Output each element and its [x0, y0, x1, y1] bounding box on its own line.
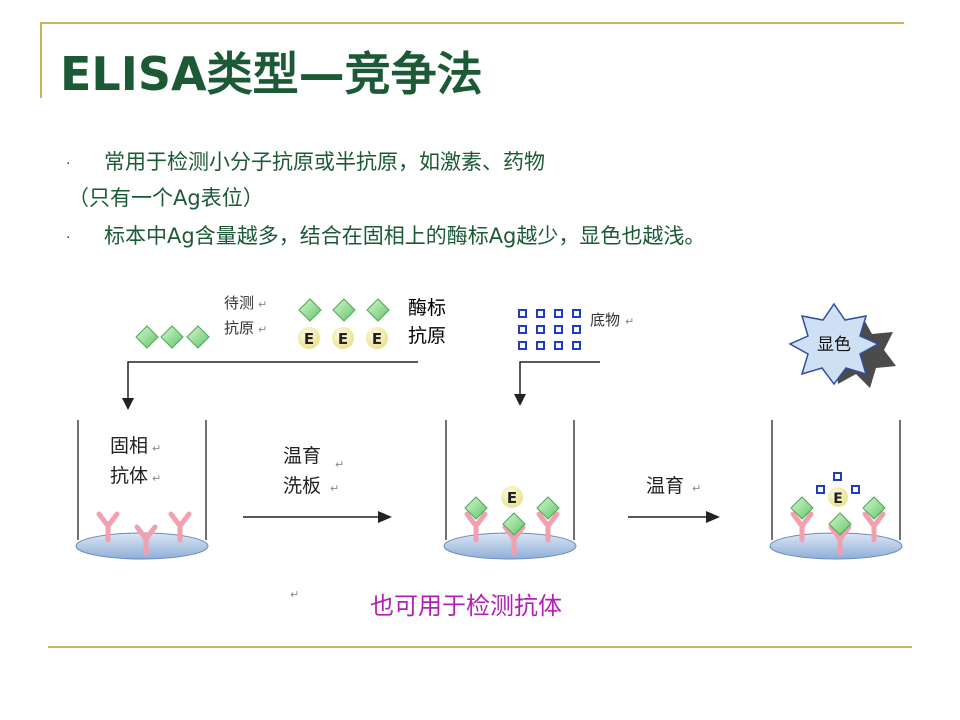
- label-enzyme-line1: 酶标: [408, 297, 446, 319]
- bullet-marker-1: ·: [66, 156, 71, 172]
- enzyme-circle: [298, 327, 320, 349]
- slide-title: ELISA类型—竞争法: [60, 47, 483, 101]
- enzyme-antigen-diamond: [332, 298, 356, 322]
- label-enzyme-line2: 抗原: [408, 325, 446, 347]
- feed-arrow-1: [122, 398, 134, 410]
- bullet-text-2: 标本中Ag含量越多，结合在固相上的酶标Ag越少，显色也越浅。: [104, 224, 706, 248]
- frame-top-rule: [40, 22, 904, 24]
- return-mark: ↵: [258, 323, 267, 336]
- enzyme-circle: [501, 486, 523, 508]
- enzyme-letter: E: [507, 489, 517, 507]
- feed-arrow-2: [514, 394, 526, 406]
- substrate-on-enzyme: [816, 472, 860, 494]
- sample-antigen-diamond: [135, 325, 159, 349]
- label-step1-line2: 洗板: [283, 475, 321, 497]
- feed-line-1: [127, 361, 418, 402]
- sample-antigen-diamond: [160, 325, 184, 349]
- label-solid-line1: 固相: [110, 435, 148, 457]
- label-color: 显色: [817, 335, 851, 355]
- label-sample-line2: 抗原: [224, 319, 254, 337]
- step-arrowhead-2: [706, 511, 720, 523]
- return-mark: ↵: [625, 315, 634, 328]
- enzyme-circle: [366, 327, 388, 349]
- feed-line-2: [519, 361, 600, 398]
- label-solid-line2: 抗体: [110, 465, 148, 487]
- enzyme-letter: E: [833, 491, 843, 507]
- enzyme-circle: [332, 327, 354, 349]
- enzyme-letter: E: [304, 330, 314, 348]
- bullet-text-1-cont: （只有一个Ag表位）: [68, 186, 264, 210]
- enzyme-letter: E: [372, 330, 382, 348]
- enzyme-antigen-diamond: [366, 298, 390, 322]
- label-step2: 温育: [646, 475, 684, 497]
- return-mark: ↵: [290, 588, 299, 601]
- frame-left-rule: [40, 22, 42, 98]
- sample-antigen-diamond: [186, 325, 210, 349]
- return-mark: ↵: [335, 458, 344, 471]
- return-mark: ↵: [152, 472, 161, 485]
- label-sample-line1: 待测: [224, 294, 254, 312]
- frame-bottom-rule: [48, 646, 912, 648]
- return-mark: ↵: [692, 482, 701, 495]
- label-substrate: 底物: [590, 311, 620, 329]
- well-2-walls: [445, 420, 575, 540]
- color-badge: [788, 302, 880, 386]
- substrate-grid: [518, 309, 581, 350]
- well-1-walls: [77, 420, 207, 540]
- bullet-marker-2: ·: [66, 230, 71, 246]
- return-mark: ↵: [330, 482, 339, 495]
- enzyme-antigen-diamond: [298, 298, 322, 322]
- bullet-text-1: 常用于检测小分子抗原或半抗原，如激素、药物: [104, 150, 545, 174]
- return-mark: ↵: [258, 298, 267, 311]
- enzyme-letter: E: [338, 330, 348, 348]
- enzyme-circle: [828, 487, 848, 507]
- well-3-walls: [771, 420, 901, 540]
- return-mark: ↵: [152, 442, 161, 455]
- label-step1-line1: 温育: [283, 445, 321, 467]
- caption-text: 也可用于检测抗体: [370, 592, 562, 620]
- step-arrowhead-1: [378, 511, 392, 523]
